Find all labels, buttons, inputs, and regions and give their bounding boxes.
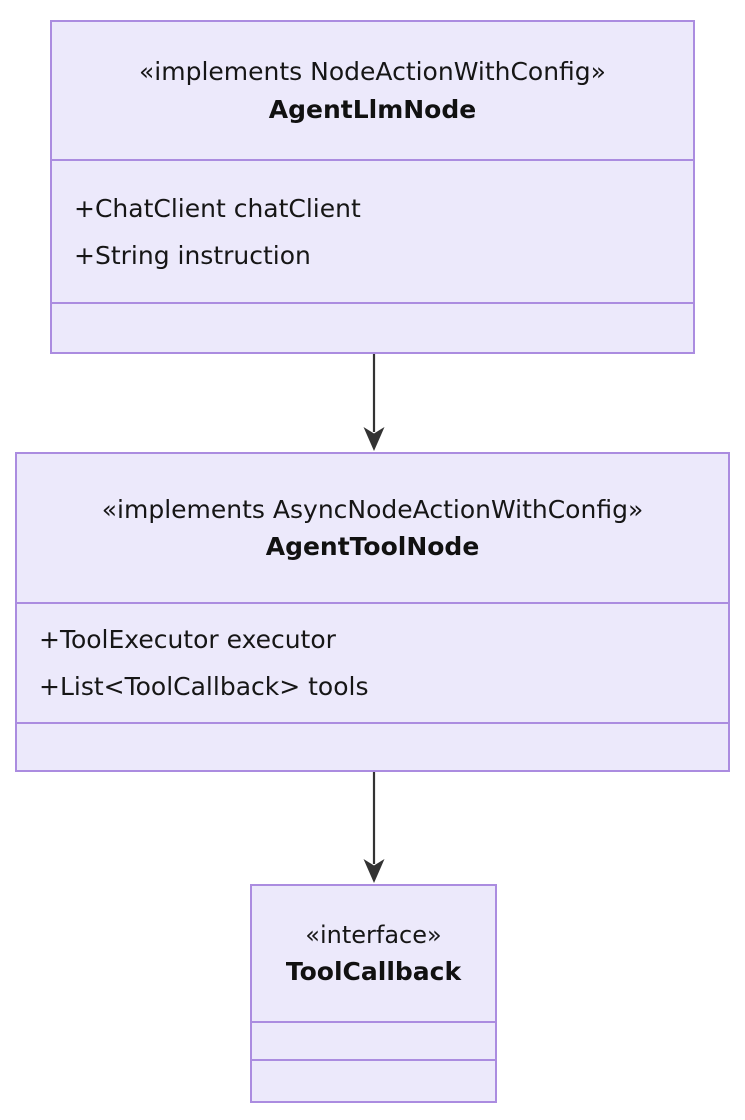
class-box-agentllmnode[interactable]: «implements NodeActionWithConfig» AgentL… xyxy=(50,20,695,354)
class-attribute: +ChatClient chatClient xyxy=(74,193,361,223)
class-stereotype: «interface» xyxy=(305,920,442,949)
class-box-toolcallback[interactable]: «interface» ToolCallback xyxy=(250,884,497,1103)
class-box-agenttoolnode[interactable]: «implements AsyncNodeActionWithConfig» A… xyxy=(15,452,730,772)
relationship-arrow-agentllmnode-to-agenttoolnode xyxy=(355,354,395,454)
class-header-agentllmnode: «implements NodeActionWithConfig» AgentL… xyxy=(52,22,693,159)
class-header-toolcallback: «interface» ToolCallback xyxy=(252,886,495,1021)
class-methods-agenttoolnode xyxy=(17,722,728,770)
class-attributes-toolcallback xyxy=(252,1021,495,1059)
class-attributes-agenttoolnode: +ToolExecutor executor +List<ToolCallbac… xyxy=(17,602,728,722)
class-name: ToolCallback xyxy=(285,956,462,986)
class-stereotype: «implements NodeActionWithConfig» xyxy=(139,57,606,86)
relationship-arrow-agenttoolnode-to-toolcallback xyxy=(355,772,395,886)
class-name: AgentToolNode xyxy=(265,532,480,561)
class-name: AgentLlmNode xyxy=(268,94,477,124)
class-methods-toolcallback xyxy=(252,1059,495,1101)
class-header-agenttoolnode: «implements AsyncNodeActionWithConfig» A… xyxy=(17,454,728,602)
class-attribute: +List<ToolCallback> tools xyxy=(39,672,369,701)
class-attributes-agentllmnode: +ChatClient chatClient +String instructi… xyxy=(52,159,693,302)
class-methods-agentllmnode xyxy=(52,302,693,352)
class-stereotype: «implements AsyncNodeActionWithConfig» xyxy=(101,494,644,524)
class-attribute: +String instruction xyxy=(74,240,311,270)
class-attribute: +ToolExecutor executor xyxy=(39,625,336,654)
